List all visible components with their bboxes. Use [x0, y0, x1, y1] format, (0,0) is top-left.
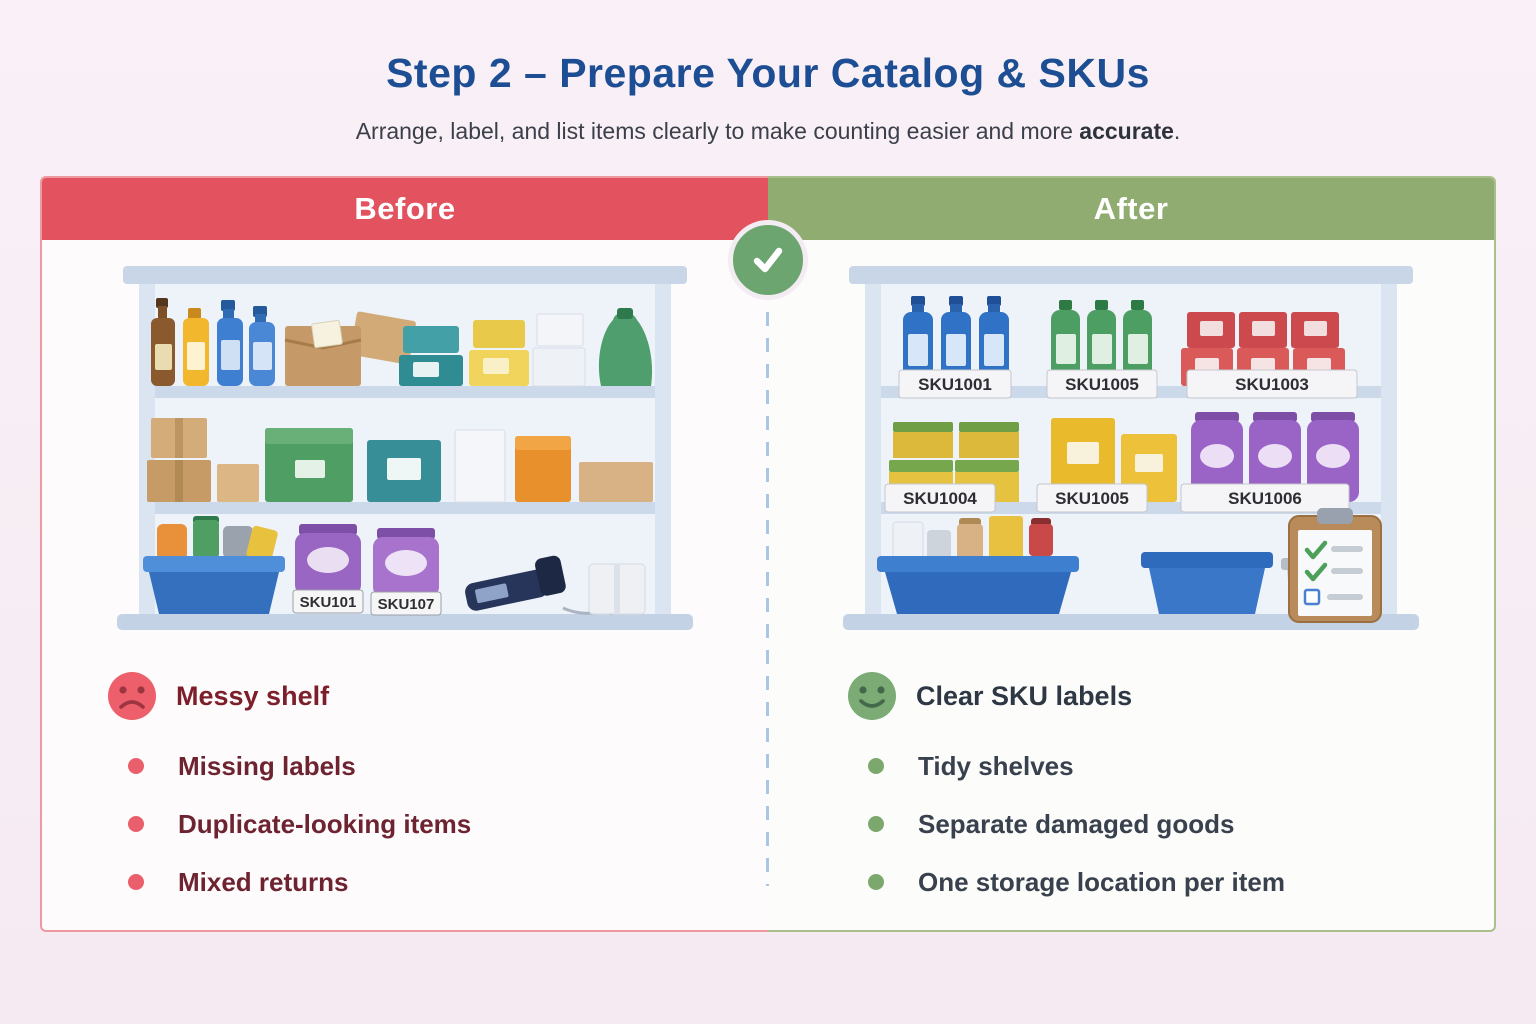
blue-bin-icon [143, 556, 285, 614]
white-carton-icon [454, 429, 506, 503]
sku-label: SKU1005 [1065, 375, 1139, 394]
messy-middle-shelf [147, 418, 653, 503]
subtitle-prefix: Arrange, label, and list items clearly t… [355, 118, 1080, 144]
white-box-stack-icon [532, 313, 586, 387]
clipboard-icon [1288, 508, 1382, 623]
jumbled-returns-icon [157, 516, 278, 562]
page-subtitle: Arrange, label, and list items clearly t… [0, 118, 1536, 145]
list-item: Separate damaged goods [846, 810, 1285, 838]
after-summary: Clear SKU labels [846, 670, 1285, 722]
check-badge [728, 220, 808, 300]
subtitle-bold: accurate [1079, 118, 1174, 144]
blue-bottle-icon [217, 300, 275, 386]
sad-face-icon [108, 672, 156, 720]
bullet-dot-icon [868, 758, 884, 774]
sku-label-chip: SKU1004 [884, 483, 996, 513]
purple-pouch-icon: SKU101 [292, 524, 364, 614]
sku-label: SKU1001 [918, 375, 992, 394]
bullet-text: Duplicate-looking items [178, 809, 472, 839]
blue-bottle-row-icon [903, 296, 1009, 386]
empty-blue-bin-icon [1141, 552, 1273, 614]
smile-face-icon [848, 672, 896, 720]
bullet-dot-icon [128, 874, 144, 890]
after-list: Clear SKU labels Tidy shelves Separate d… [846, 670, 1285, 896]
brown-bottle-icon [151, 298, 175, 386]
sku-label-chip: SKU1005 [1046, 369, 1158, 399]
bullet-text: Missing labels [178, 751, 356, 781]
before-list: Messy shelf Missing labels Duplicate-loo… [106, 670, 471, 896]
tidy-top-shelf: SKU1001 SKU1005 SKU1003 [898, 296, 1358, 399]
check-icon [753, 247, 783, 273]
blue-bin-with-items-icon [877, 556, 1079, 614]
messy-bottom-shelf: SKU101 SKU107 [143, 516, 646, 616]
list-item: Duplicate-looking items [106, 810, 471, 838]
list-item: Tidy shelves [846, 752, 1285, 780]
purple-pouch-icon: SKU107 [370, 528, 442, 616]
bullet-text: Separate damaged goods [918, 809, 1235, 839]
center-divider-line [766, 312, 769, 886]
green-bottle-row-icon [1051, 300, 1152, 386]
bullet-dot-icon [128, 816, 144, 832]
sku-label-chip: SKU1001 [898, 369, 1012, 399]
sorted-items-icon [892, 516, 1053, 562]
pouch-label: SKU107 [378, 596, 435, 613]
barcode-scanner-icon [465, 555, 566, 611]
page-title: Step 2 – Prepare Your Catalog & SKUs [386, 50, 1150, 96]
bullet-dot-icon [128, 758, 144, 774]
pouch-label: SKU101 [300, 594, 357, 611]
sku-label: SKU1003 [1235, 375, 1309, 394]
teal-box-stack-icon [399, 326, 463, 386]
list-item: Missing labels [106, 752, 471, 780]
cardboard-box-with-note-icon [284, 311, 416, 386]
yellow-bottle-icon [183, 308, 209, 386]
white-box-icon [588, 563, 646, 615]
comparison-card: Before [40, 176, 1496, 932]
subtitle-suffix: . [1173, 118, 1181, 144]
sku-label-chip: SKU1006 [1180, 483, 1350, 513]
before-summary-text: Messy shelf [176, 680, 330, 711]
orange-box-icon [515, 436, 571, 502]
after-header: After [768, 178, 1494, 240]
sku-label-chip: SKU1003 [1186, 369, 1358, 399]
before-shelf-illustration: SKU101 SKU107 [117, 266, 693, 630]
before-panel: Before [40, 176, 768, 932]
before-header: Before [42, 178, 768, 240]
before-summary: Messy shelf [106, 670, 471, 722]
yellow-box-stack-icon [469, 320, 529, 386]
tan-box-icon [579, 462, 653, 502]
teal-box-icon [367, 440, 441, 502]
bullet-text: One storage location per item [918, 867, 1285, 897]
messy-top-shelf [151, 298, 653, 387]
bullet-dot-icon [868, 816, 884, 832]
bullet-text: Tidy shelves [918, 751, 1074, 781]
after-panel: After [768, 176, 1496, 932]
green-sack-icon [598, 308, 653, 386]
sku-label: SKU1006 [1228, 489, 1302, 508]
cardboard-stack-icon [147, 418, 259, 502]
list-item: Mixed returns [106, 868, 471, 896]
bullet-text: Mixed returns [178, 867, 349, 897]
green-box-icon [265, 428, 353, 502]
sku-label: SKU1004 [903, 489, 977, 508]
list-item: One storage location per item [846, 868, 1285, 896]
tidy-bottom-shelf [877, 508, 1382, 623]
sku-label: SKU1005 [1055, 489, 1129, 508]
after-summary-text: Clear SKU labels [916, 680, 1133, 711]
bullet-dot-icon [868, 874, 884, 890]
tidy-middle-shelf: SKU1004 SKU1005 SKU1006 [884, 412, 1359, 513]
after-shelf-illustration: SKU1001 SKU1005 SKU1003 [843, 266, 1419, 630]
sku-label-chip: SKU1005 [1036, 483, 1148, 513]
purple-pouch-row-icon [1191, 412, 1359, 502]
